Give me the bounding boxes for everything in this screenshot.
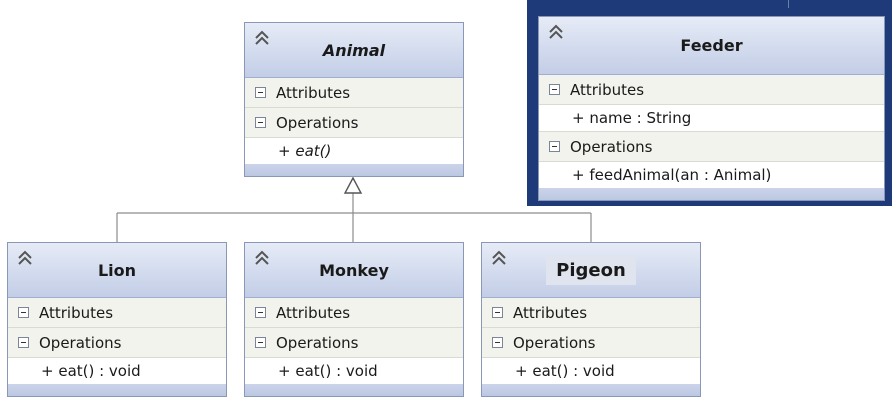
double-chevron-up-icon[interactable] (547, 23, 565, 41)
section-label: Operations (513, 333, 596, 352)
class-feeder-name: Feeder (680, 36, 743, 55)
double-chevron-up-icon[interactable] (253, 29, 271, 47)
minus-box-icon[interactable] (255, 307, 266, 318)
class-pigeon-footer (482, 384, 700, 396)
minus-box-icon[interactable] (255, 337, 266, 348)
class-lion-name: Lion (97, 260, 137, 280)
animal-operation[interactable]: + eat() (245, 138, 463, 164)
class-animal-name: Animal (322, 40, 386, 60)
section-label: Attributes (276, 83, 351, 102)
section-label: Attributes (39, 303, 114, 322)
section-label: Attributes (570, 80, 645, 99)
feeder-attribute[interactable]: + name : String (539, 105, 884, 132)
class-lion-header: Lion (8, 243, 226, 298)
section-label: Attributes (276, 303, 351, 322)
feeder-attributes-section[interactable]: Attributes (539, 75, 884, 105)
minus-box-icon[interactable] (492, 337, 503, 348)
minus-box-icon[interactable] (18, 307, 29, 318)
class-animal[interactable]: Animal Attributes Operations + eat() (244, 22, 464, 177)
section-label: Operations (276, 113, 359, 132)
minus-box-icon[interactable] (18, 337, 29, 348)
lion-operations-section[interactable]: Operations (8, 328, 226, 358)
section-label: Operations (39, 333, 122, 352)
class-feeder-footer (539, 188, 884, 200)
animal-attributes-section[interactable]: Attributes (245, 78, 463, 108)
feeder-operations-section[interactable]: Operations (539, 132, 884, 162)
frame-divider (788, 0, 789, 8)
pigeon-attributes-section[interactable]: Attributes (482, 298, 700, 328)
class-monkey-footer (245, 384, 463, 396)
minus-box-icon[interactable] (255, 117, 266, 128)
monkey-attributes-section[interactable]: Attributes (245, 298, 463, 328)
section-label: Operations (570, 137, 653, 156)
class-monkey[interactable]: Monkey Attributes Operations + eat() : v… (244, 242, 464, 397)
pigeon-operation[interactable]: + eat() : void (482, 358, 700, 384)
double-chevron-up-icon[interactable] (490, 249, 508, 267)
section-label: Operations (276, 333, 359, 352)
lion-attributes-section[interactable]: Attributes (8, 298, 226, 328)
double-chevron-up-icon[interactable] (253, 249, 271, 267)
minus-box-icon[interactable] (492, 307, 503, 318)
minus-box-icon[interactable] (255, 87, 266, 98)
lion-operation[interactable]: + eat() : void (8, 358, 226, 384)
section-label: Attributes (513, 303, 588, 322)
class-animal-header: Animal (245, 23, 463, 78)
monkey-operation[interactable]: + eat() : void (245, 358, 463, 384)
animal-operations-section[interactable]: Operations (245, 108, 463, 138)
monkey-operations-section[interactable]: Operations (245, 328, 463, 358)
class-pigeon[interactable]: Pigeon Attributes Operations + eat() : v… (481, 242, 701, 397)
class-lion-footer (8, 384, 226, 396)
minus-box-icon[interactable] (549, 84, 560, 95)
class-monkey-name: Monkey (319, 260, 389, 280)
class-feeder[interactable]: Feeder Attributes + name : String Operat… (538, 16, 885, 201)
pigeon-operations-section[interactable]: Operations (482, 328, 700, 358)
class-animal-footer (245, 164, 463, 176)
class-pigeon-header: Pigeon (482, 243, 700, 298)
class-pigeon-name: Pigeon (546, 255, 636, 285)
minus-box-icon[interactable] (549, 141, 560, 152)
generalization-arrowhead (343, 176, 363, 194)
class-monkey-header: Monkey (245, 243, 463, 298)
double-chevron-up-icon[interactable] (16, 249, 34, 267)
feeder-operation[interactable]: + feedAnimal(an : Animal) (539, 162, 884, 188)
class-lion[interactable]: Lion Attributes Operations + eat() : voi… (7, 242, 227, 397)
class-feeder-header: Feeder (539, 17, 884, 75)
